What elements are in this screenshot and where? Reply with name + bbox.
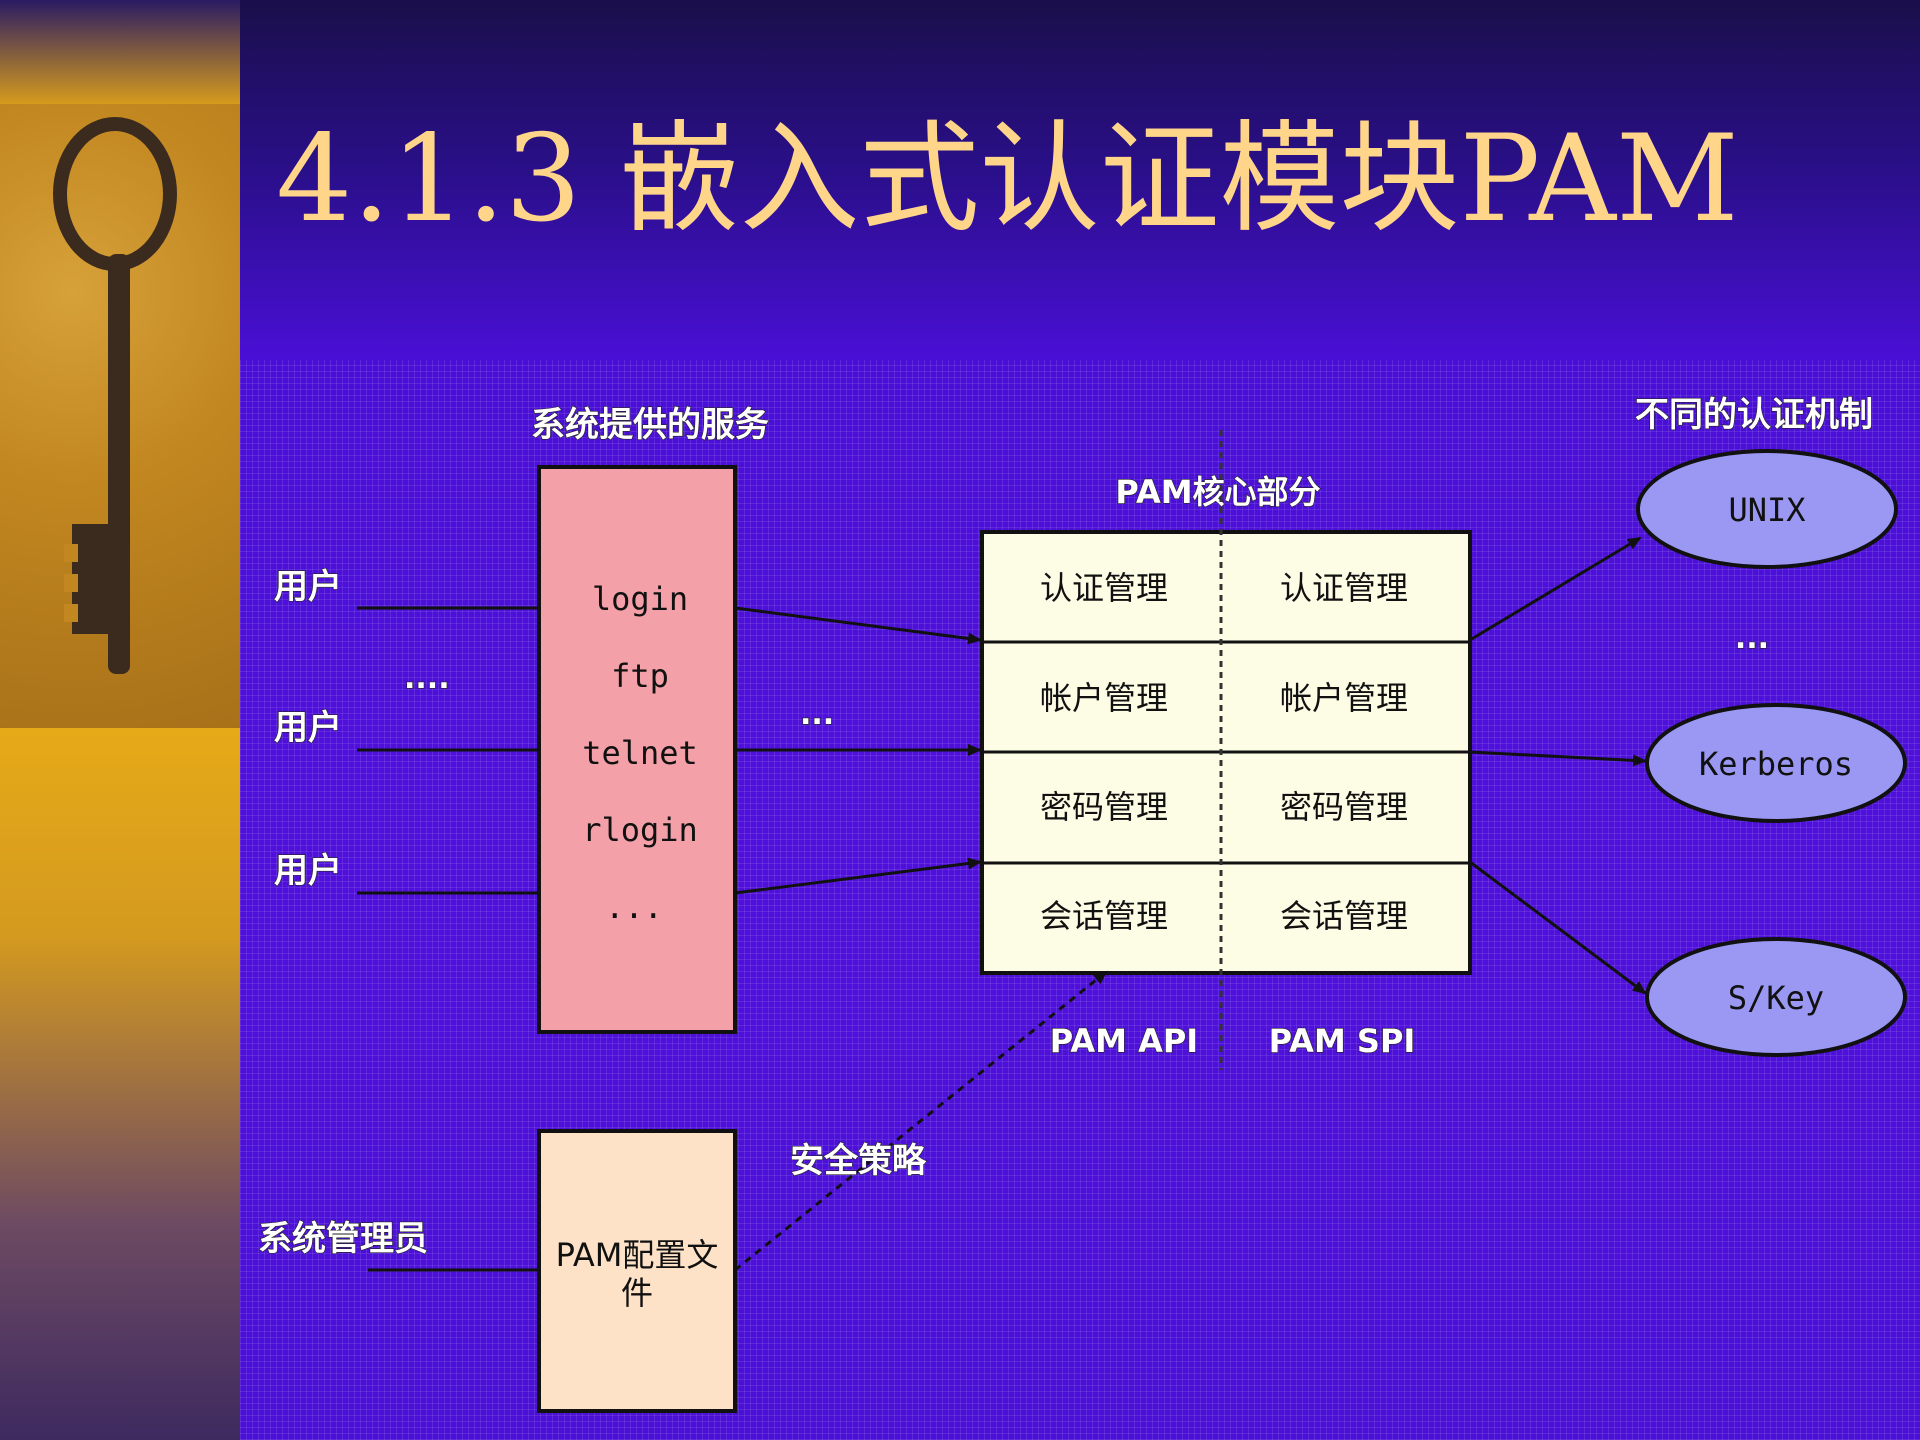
core-cell-password-left: 密码管理 xyxy=(1040,788,1168,826)
users-ellipsis: .... xyxy=(404,661,450,696)
arrow-core-kerberos xyxy=(1469,750,1647,767)
mechanism-kerberos xyxy=(1645,703,1907,823)
core-cell-account-right: 帐户管理 xyxy=(1280,679,1408,717)
key-icon xyxy=(53,117,177,674)
service-ftp: ftp xyxy=(611,657,669,695)
core-cell-session-right: 会话管理 xyxy=(1280,897,1408,935)
services-header: 系统提供的服务 xyxy=(531,405,769,445)
arrow-service-core-1 xyxy=(734,606,982,645)
core-cell-password-right: 密码管理 xyxy=(1280,788,1408,826)
service-telnet: telnet xyxy=(582,734,698,772)
mechanism-kerberos-label: Kerberos xyxy=(1699,745,1853,783)
pam-spi-label: PAM SPI xyxy=(1269,1022,1416,1060)
config-file-label-line2: 件 xyxy=(621,1274,653,1312)
key-photo xyxy=(0,104,240,728)
core-cell-auth-right: 认证管理 xyxy=(1280,569,1408,607)
service-login: login xyxy=(592,580,688,618)
pam-api-label: PAM API xyxy=(1050,1022,1198,1060)
mechanisms-header: 不同的认证机制 xyxy=(1635,395,1873,435)
core-header: PAM核心部分 xyxy=(1115,473,1320,511)
user-label-3: 用户 xyxy=(274,851,342,891)
arrow-core-unix xyxy=(1469,536,1642,642)
arrow-service-core-3 xyxy=(734,857,982,895)
admin-label: 系统管理员 xyxy=(258,1219,428,1259)
arrow-core-skey xyxy=(1469,860,1647,995)
slide-title: 4.1.3 嵌入式认证模块PAM xyxy=(276,110,1739,249)
service-rlogin: rlogin xyxy=(582,811,698,849)
mechanisms-ellipsis: ... xyxy=(1735,621,1769,656)
core-cell-auth-left: 认证管理 xyxy=(1040,569,1168,607)
security-policy-label: 安全策略 xyxy=(790,1141,927,1181)
arrow-config-core xyxy=(734,970,1108,1272)
services-core-ellipsis: ... xyxy=(800,697,834,732)
config-file-box xyxy=(537,1129,737,1413)
core-cell-session-left: 会话管理 xyxy=(1040,897,1168,935)
mechanism-unix xyxy=(1636,449,1898,569)
sidebar-strip xyxy=(0,0,240,1440)
mechanism-skey-label: S/Key xyxy=(1728,979,1824,1017)
core-cell-account-left: 帐户管理 xyxy=(1040,679,1168,717)
user-label-2: 用户 xyxy=(274,708,342,748)
mechanism-unix-label: UNIX xyxy=(1728,491,1805,529)
service-ellipsis: ... xyxy=(605,888,663,926)
mechanism-skey xyxy=(1645,937,1907,1057)
config-file-label-line1: PAM配置文 xyxy=(556,1236,719,1274)
user-label-1: 用户 xyxy=(274,567,342,607)
